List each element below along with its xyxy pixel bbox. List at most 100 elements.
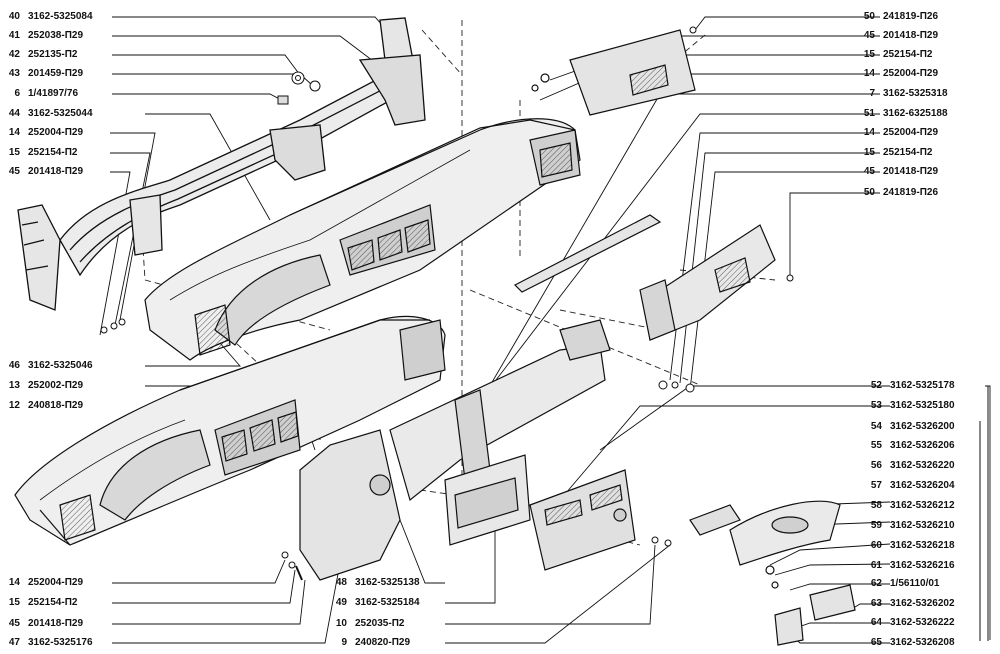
- callout-label: 15 252154-П2: [851, 49, 933, 61]
- callout-number: 49: [335, 597, 347, 608]
- part-code: 201418-П29: [28, 166, 84, 177]
- callout-number: 51: [863, 108, 875, 119]
- vent-housing: [531, 29, 696, 116]
- callout-number: 60: [870, 540, 882, 551]
- part-code: 3162-5326204: [890, 480, 955, 491]
- callout-label: 60 3162-5326218: [862, 540, 955, 552]
- callout-number: 59: [870, 520, 882, 531]
- part-code: 3162-5326208: [890, 637, 955, 648]
- part-code: 3162-5325044: [28, 108, 93, 119]
- callout-label: 50 241819-П26: [851, 187, 938, 199]
- callout-number: 46: [8, 360, 20, 371]
- callout-label: 14 252004-П29: [851, 127, 938, 139]
- callout-number: 15: [863, 147, 875, 158]
- callout-label: 45 201418-П29: [0, 618, 83, 630]
- callout-label: 41 252038-П29: [0, 30, 83, 42]
- callout-label: 42 252135-П2: [0, 49, 78, 61]
- callout-number: 14: [863, 127, 875, 138]
- callout-number: 12: [8, 400, 20, 411]
- part-code: 3162-5325180: [890, 400, 955, 411]
- part-code: 3162-5325046: [28, 360, 93, 371]
- callout-number: 63: [870, 598, 882, 609]
- part-code: 3162-5325084: [28, 11, 93, 22]
- callout-number: 45: [8, 618, 20, 629]
- callout-number: 45: [8, 166, 20, 177]
- callout-number: 54: [870, 421, 882, 432]
- callout-number: 64: [870, 617, 882, 628]
- callout-number: 44: [8, 108, 20, 119]
- callout-label: 53 3162-5325180: [862, 400, 955, 412]
- part-code: 3162-5326218: [890, 540, 955, 551]
- callout-number: 43: [8, 68, 20, 79]
- callout-number: 61: [870, 560, 882, 571]
- callout-number: 10: [335, 618, 347, 629]
- part-code: 3162-5326206: [890, 440, 955, 451]
- upper-dashboard-panel: [144, 118, 581, 361]
- part-code: 201418-П29: [28, 618, 84, 629]
- group-brace: [979, 386, 989, 641]
- part-code: 252004-П29: [28, 577, 84, 588]
- part-code: 3162-5325176: [28, 637, 93, 648]
- callout-label: 45 201418-П29: [0, 166, 83, 178]
- callout-number: 65: [870, 637, 882, 648]
- left-leader-lines: [99, 16, 401, 644]
- ashtray-assembly: [689, 500, 856, 646]
- callout-number: 9: [341, 637, 347, 648]
- callout-number: 62: [870, 578, 882, 589]
- callout-label: 63 3162-5326202: [862, 598, 955, 610]
- callout-number: 45: [863, 30, 875, 41]
- callout-number: 50: [863, 11, 875, 22]
- part-code: 252135-П2: [28, 49, 78, 60]
- callout-number: 56: [870, 460, 882, 471]
- center-bezel: [444, 454, 636, 571]
- callout-number: 55: [870, 440, 882, 451]
- part-code: 252154-П2: [28, 597, 78, 608]
- part-code: 252004-П29: [883, 127, 939, 138]
- part-code: 1/56110/01: [890, 578, 940, 589]
- callout-number: 45: [863, 166, 875, 177]
- callout-label: 7 3162-5325318: [851, 88, 948, 100]
- part-code: 3162-5325318: [883, 88, 948, 99]
- lower-console: [299, 319, 611, 581]
- part-code: 3162-6325188: [883, 108, 948, 119]
- callout-number: 7: [869, 88, 875, 99]
- callout-label: 56 3162-5326220: [862, 460, 955, 472]
- lower-dashboard-panel: [14, 315, 446, 546]
- callout-number: 58: [870, 500, 882, 511]
- part-code: 3162-5326210: [890, 520, 955, 531]
- part-code: 201418-П29: [883, 166, 939, 177]
- callout-number: 15: [863, 49, 875, 60]
- part-code: 3162-5326202: [890, 598, 955, 609]
- callout-number: 41: [8, 30, 20, 41]
- part-code: 1/41897/76: [28, 88, 79, 99]
- callout-label: 65 3162-5326208: [862, 637, 955, 649]
- callout-number: 53: [870, 400, 882, 411]
- support-frame: [17, 17, 426, 311]
- callout-number: 42: [8, 49, 20, 60]
- callout-number: 15: [8, 147, 20, 158]
- callout-number: 50: [863, 187, 875, 198]
- callout-number: 14: [8, 577, 20, 588]
- callout-label: 46 3162-5325046: [0, 360, 93, 372]
- part-code: 3162-5326220: [890, 460, 955, 471]
- part-code: 252154-П2: [883, 49, 933, 60]
- callout-number: 13: [8, 380, 20, 391]
- callout-number: 57: [870, 480, 882, 491]
- callout-label: 51 3162-6325188: [851, 108, 948, 120]
- callout-label: 59 3162-5326210: [862, 520, 955, 532]
- part-code: 241819-П26: [883, 187, 939, 198]
- part-code: 252038-П29: [28, 30, 84, 41]
